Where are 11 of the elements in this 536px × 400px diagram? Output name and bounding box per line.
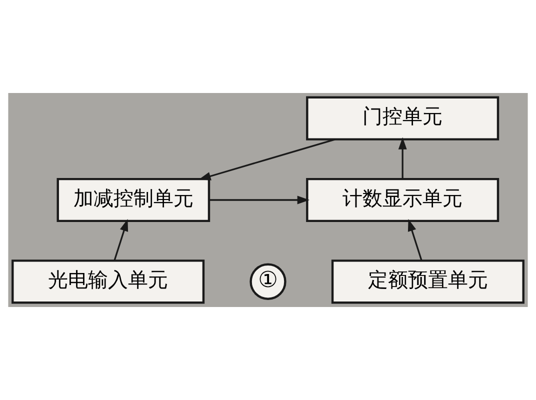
label: ① <box>258 268 278 294</box>
arrow <box>114 219 128 261</box>
node-box: 门控单元 <box>306 96 500 140</box>
arrow <box>209 196 310 204</box>
node-box: 定额预置单元 <box>331 260 524 304</box>
arrow <box>408 219 422 261</box>
node-box: 光电输入单元 <box>12 260 205 304</box>
arrow <box>398 137 407 179</box>
arrow <box>198 138 336 180</box>
node-box: 计数显示单元 <box>306 178 500 222</box>
node-box: 加减控制单元 <box>56 178 210 222</box>
